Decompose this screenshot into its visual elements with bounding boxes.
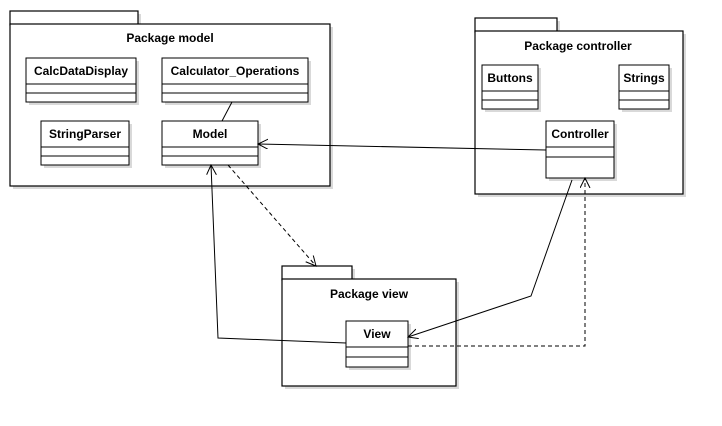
dependency-view-to-controller	[408, 178, 585, 347]
package-model-tab	[9, 10, 139, 26]
package-model-title: Package model	[126, 31, 213, 45]
package-view[interactable]: Package view View	[281, 265, 459, 389]
class-calc-data-display[interactable]: CalcDataDisplay	[25, 57, 139, 105]
class-view[interactable]: View	[345, 320, 411, 370]
association-calculator-operations-model	[221, 101, 233, 122]
class-calculator-operations-name: Calculator_Operations	[171, 64, 300, 78]
class-calculator-operations[interactable]: Calculator_Operations	[161, 57, 311, 105]
class-model-name: Model	[193, 127, 228, 141]
class-buttons[interactable]: Buttons	[481, 64, 541, 112]
class-model[interactable]: Model	[161, 120, 261, 168]
class-calc-data-display-name: CalcDataDisplay	[34, 64, 128, 78]
class-strings-name: Strings	[623, 71, 665, 85]
class-view-name: View	[363, 327, 391, 341]
package-controller[interactable]: Package controller Buttons Strings Contr…	[474, 17, 686, 197]
class-strings[interactable]: Strings	[618, 64, 672, 112]
class-buttons-name: Buttons	[487, 71, 533, 85]
package-view-title: Package view	[330, 287, 409, 301]
package-model[interactable]: Package model CalcDataDisplay Calculator…	[9, 10, 333, 189]
dependency-model-to-view-package	[227, 164, 316, 266]
class-string-parser[interactable]: StringParser	[40, 120, 132, 168]
class-controller-name: Controller	[551, 127, 609, 141]
class-controller[interactable]: Controller	[545, 120, 617, 181]
class-string-parser-name: StringParser	[49, 127, 121, 141]
package-view-tab	[281, 265, 353, 281]
edge-controller-to-model	[258, 144, 547, 151]
edge-controller-to-view	[408, 179, 573, 337]
package-controller-title: Package controller	[524, 39, 632, 53]
edge-view-to-model	[211, 165, 347, 344]
package-controller-tab	[474, 17, 558, 33]
